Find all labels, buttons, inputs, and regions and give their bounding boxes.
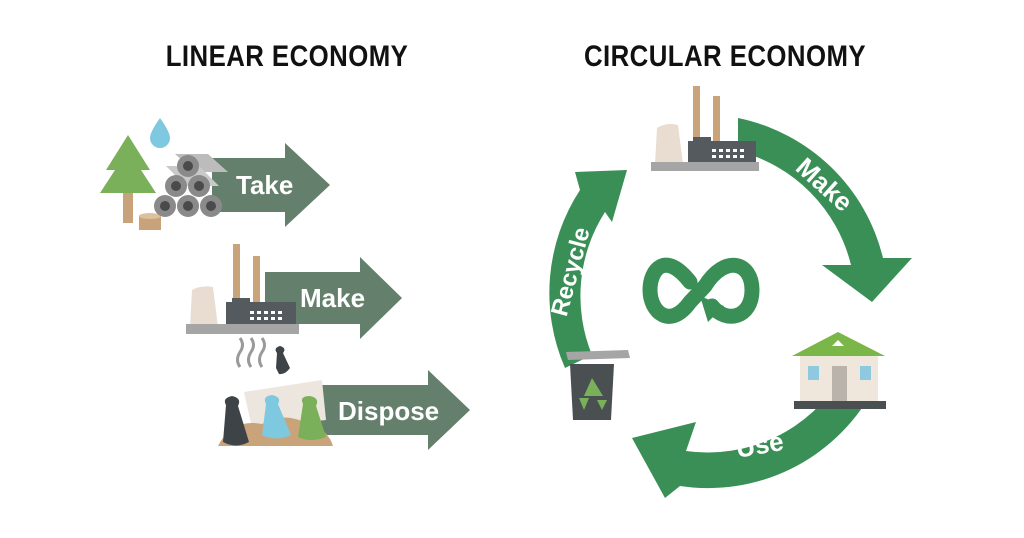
use-arc-arrow [632,376,872,498]
house-icon [792,332,886,409]
take-label: Take [236,170,293,200]
recycle-bin-icon [566,350,630,420]
recycle-arc-arrow [549,170,627,368]
use-stage: Use [632,376,872,498]
dispose-step: Dispose [318,370,470,450]
recycle-symbol-icon [579,378,607,410]
factory-icon-circular [651,86,759,171]
make-stage: Make [738,118,912,302]
dispose-label: Dispose [338,396,439,426]
recycle-stage: Recycle [546,170,627,368]
circular-economy-title: CIRCULAR ECONOMY [583,40,867,73]
make-label: Make [300,283,365,313]
linear-economy-panel: Take [100,118,470,450]
pipes-icon [154,154,228,217]
water-drop-icon [150,118,170,148]
infinity-icon [642,257,760,324]
make-arc-arrow [738,118,912,302]
take-arrow [212,143,330,227]
make-arrow [265,257,402,339]
factory-icon [186,244,299,334]
take-step: Take [212,143,330,227]
circular-economy-panel: Make Use Recycle [546,86,912,498]
landfill-icon [218,337,333,446]
tree-icon [100,135,161,230]
dispose-arrow [318,370,470,450]
linear-economy-title: LINEAR ECONOMY [165,40,409,73]
make-step: Make [265,257,402,339]
